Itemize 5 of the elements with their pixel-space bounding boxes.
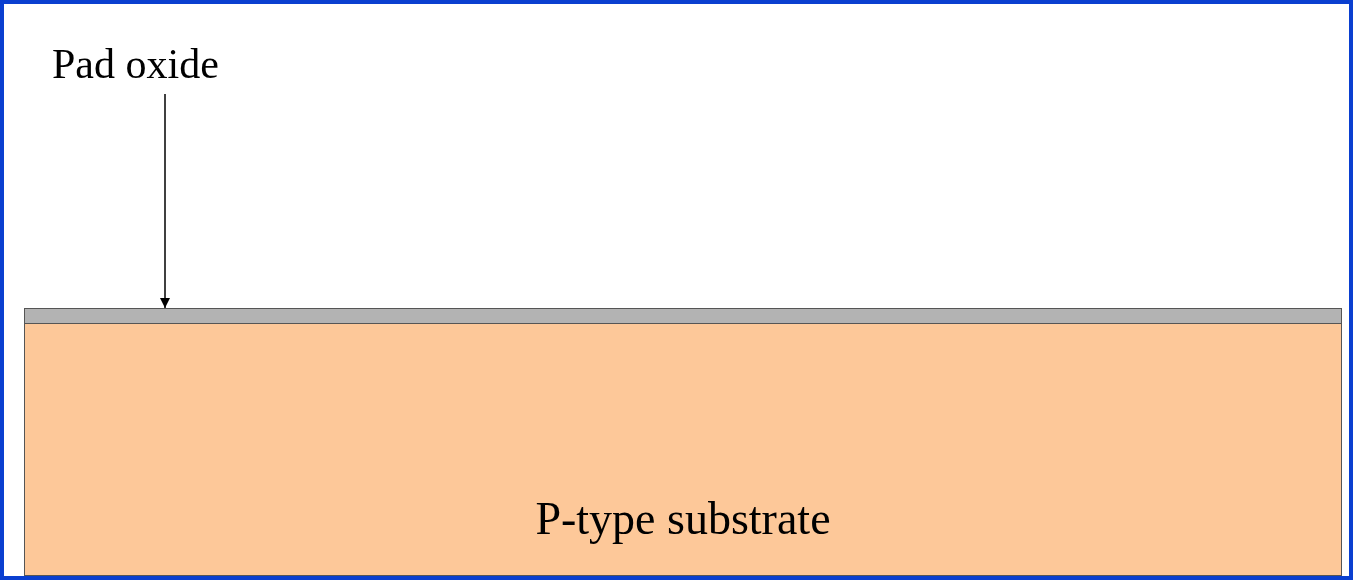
callout-label: Pad oxide <box>52 34 292 94</box>
leader-arrow <box>159 93 171 309</box>
substrate-layer <box>24 323 1342 576</box>
layer-label: P-type substrate <box>535 492 831 545</box>
oxide-layer <box>24 308 1342 324</box>
